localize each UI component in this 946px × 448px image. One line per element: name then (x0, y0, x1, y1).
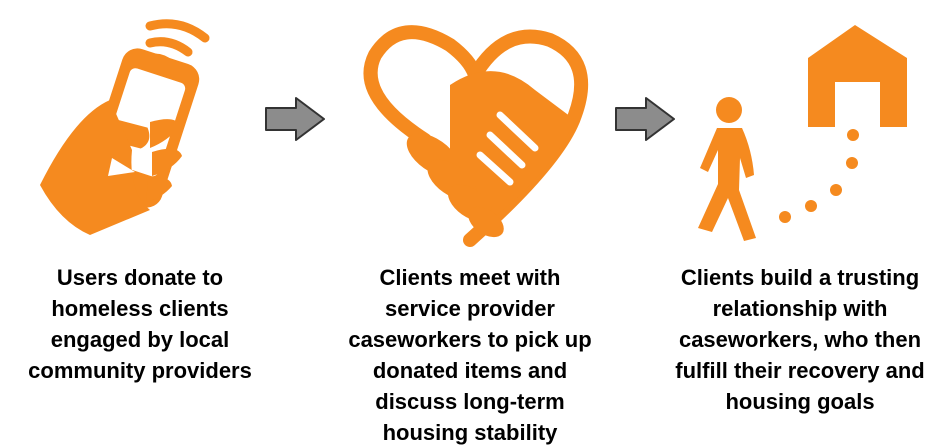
step-1-caption: Users donate to homeless clients engaged… (8, 262, 272, 386)
step-2: Clients meet with service provider casew… (330, 0, 610, 445)
handshake-heart-icon (363, 25, 589, 247)
caption-line: Clients meet with (379, 265, 561, 290)
caption-line: caseworkers, who then (678, 327, 922, 352)
caption-line: Clients build a trusting (680, 265, 920, 290)
step-1: Users donate to homeless clients engaged… (0, 0, 280, 441)
right-arrow-icon (265, 97, 325, 141)
caption-line: engaged by local (50, 327, 230, 352)
step-3-caption: Clients build a trusting relationship wi… (660, 262, 940, 417)
caption-line: caseworkers to pick up (348, 327, 592, 352)
right-arrow-icon (615, 97, 675, 141)
step-2-caption: Clients meet with service provider casew… (330, 262, 610, 448)
caption-line: fulfill their recovery and (675, 358, 925, 383)
caption-line: donated items and (372, 358, 568, 383)
caption-line: community providers (28, 358, 252, 383)
person-walking-home-icon (698, 25, 907, 241)
caption-line: Users donate to (56, 265, 224, 290)
caption-line: housing stability (382, 420, 558, 445)
step-3: Clients build a trusting relationship wi… (660, 0, 946, 441)
caption-line: relationship with (712, 296, 888, 321)
caption-line: housing goals (725, 389, 875, 414)
caption-line: homeless clients (51, 296, 229, 321)
phone-donate-icon (40, 19, 210, 235)
caption-line: discuss long-term (375, 389, 565, 414)
caption-line: service provider (385, 296, 555, 321)
